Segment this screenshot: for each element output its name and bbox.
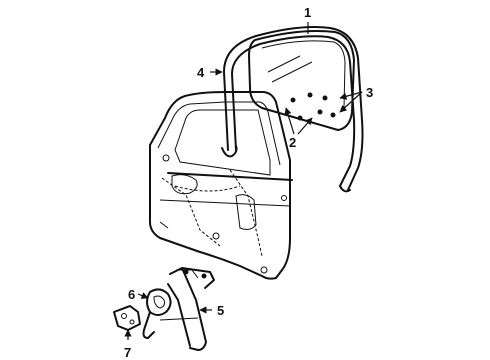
callout-7: 7 [124,345,131,360]
leader-2b [297,117,313,135]
callout-labels: 1 2 3 4 5 6 7 [124,5,373,360]
door-glass [248,30,355,131]
callout-6: 6 [128,287,135,302]
callout-4: 4 [197,65,205,80]
callout-5: 5 [217,303,224,318]
callout-3: 3 [366,85,373,100]
motor-bracket [113,305,141,331]
door-shell [149,91,293,280]
leader-6 [137,292,149,299]
clip-fasteners [290,92,336,121]
callout-leaders [124,22,363,340]
glass-run-channel [221,26,364,193]
leader-3b [339,91,363,113]
window-regulator [159,267,215,351]
leader-2a [284,107,295,135]
leader-3a [339,91,363,100]
regulator-motor [142,288,172,339]
callout-2: 2 [289,135,296,150]
callout-1: 1 [304,5,311,20]
